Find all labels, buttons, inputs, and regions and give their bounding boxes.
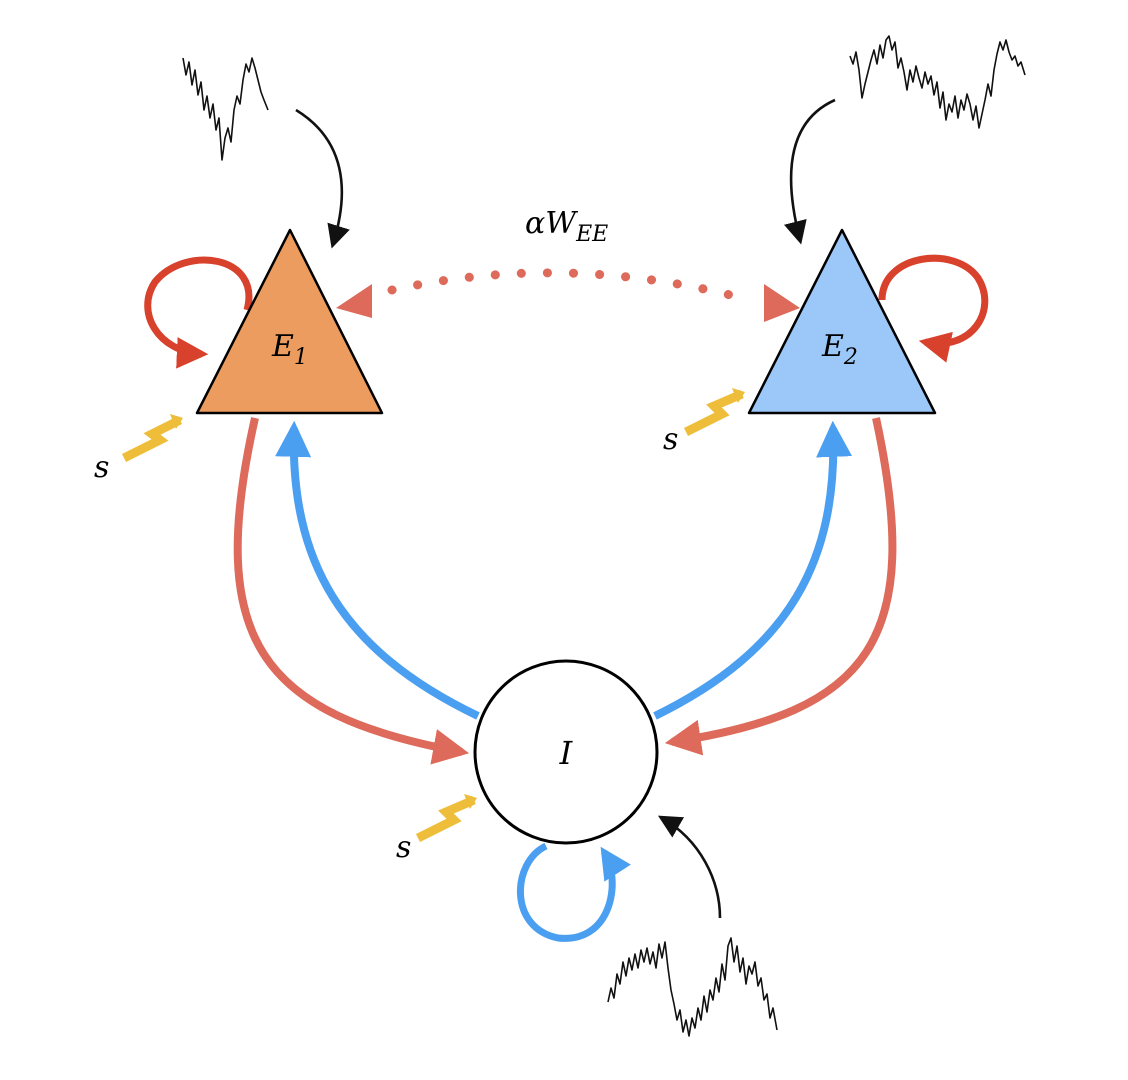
noise-arrow-i: [657, 815, 722, 919]
noise-trace-e1: [182, 57, 269, 161]
coupling-main: αW: [525, 206, 578, 241]
e1-subscript: 1: [294, 345, 308, 370]
lightning-bolt-icon-e2-head: [732, 388, 745, 403]
arrow-i-to-e2: [653, 420, 853, 720]
i-label: I: [559, 734, 574, 772]
stimulus-label-i: s: [396, 830, 411, 865]
e1-letter: E: [271, 329, 294, 364]
noise-trace-i: [607, 937, 778, 1037]
coupling-arrowhead-left: [336, 284, 372, 318]
lightning-bolt-icon-e2: [683, 389, 744, 437]
lightning-bolt-icon-i: [415, 795, 476, 843]
noise-trace-e2: [849, 35, 1026, 129]
noise-arrow-e1: [295, 108, 350, 249]
arrow-e1-to-i: [233, 417, 470, 765]
self-loop-e2: [878, 254, 989, 363]
arrow-e2-to-i: [664, 417, 897, 756]
stimulus-label-e1: s: [94, 450, 109, 485]
arrow-i-to-e1: [275, 420, 480, 720]
e1-triangle: [195, 228, 384, 415]
self-loop-i: [516, 842, 631, 942]
i-circle: [473, 659, 659, 845]
coupling-arrowhead-right: [764, 284, 800, 322]
coupling-arc: [387, 268, 747, 303]
e2-subscript: 2: [843, 345, 858, 370]
stimulus-label-e2: s: [663, 422, 678, 457]
e1-label: E1: [271, 329, 308, 370]
noise-arrow-e2: [784, 98, 836, 245]
lightning-bolt-icon-e1: [121, 415, 183, 463]
self-loop-e1: [144, 256, 253, 369]
lightning-bolt-icon-e1-head: [170, 414, 183, 429]
e2-label: E2: [821, 329, 858, 370]
e2-triangle: [747, 228, 937, 415]
coupling-label: αWEE: [525, 206, 608, 247]
e2-letter: E: [821, 329, 844, 364]
lightning-bolt-icon-i-head: [464, 794, 477, 809]
coupling-subscript: EE: [575, 222, 608, 247]
